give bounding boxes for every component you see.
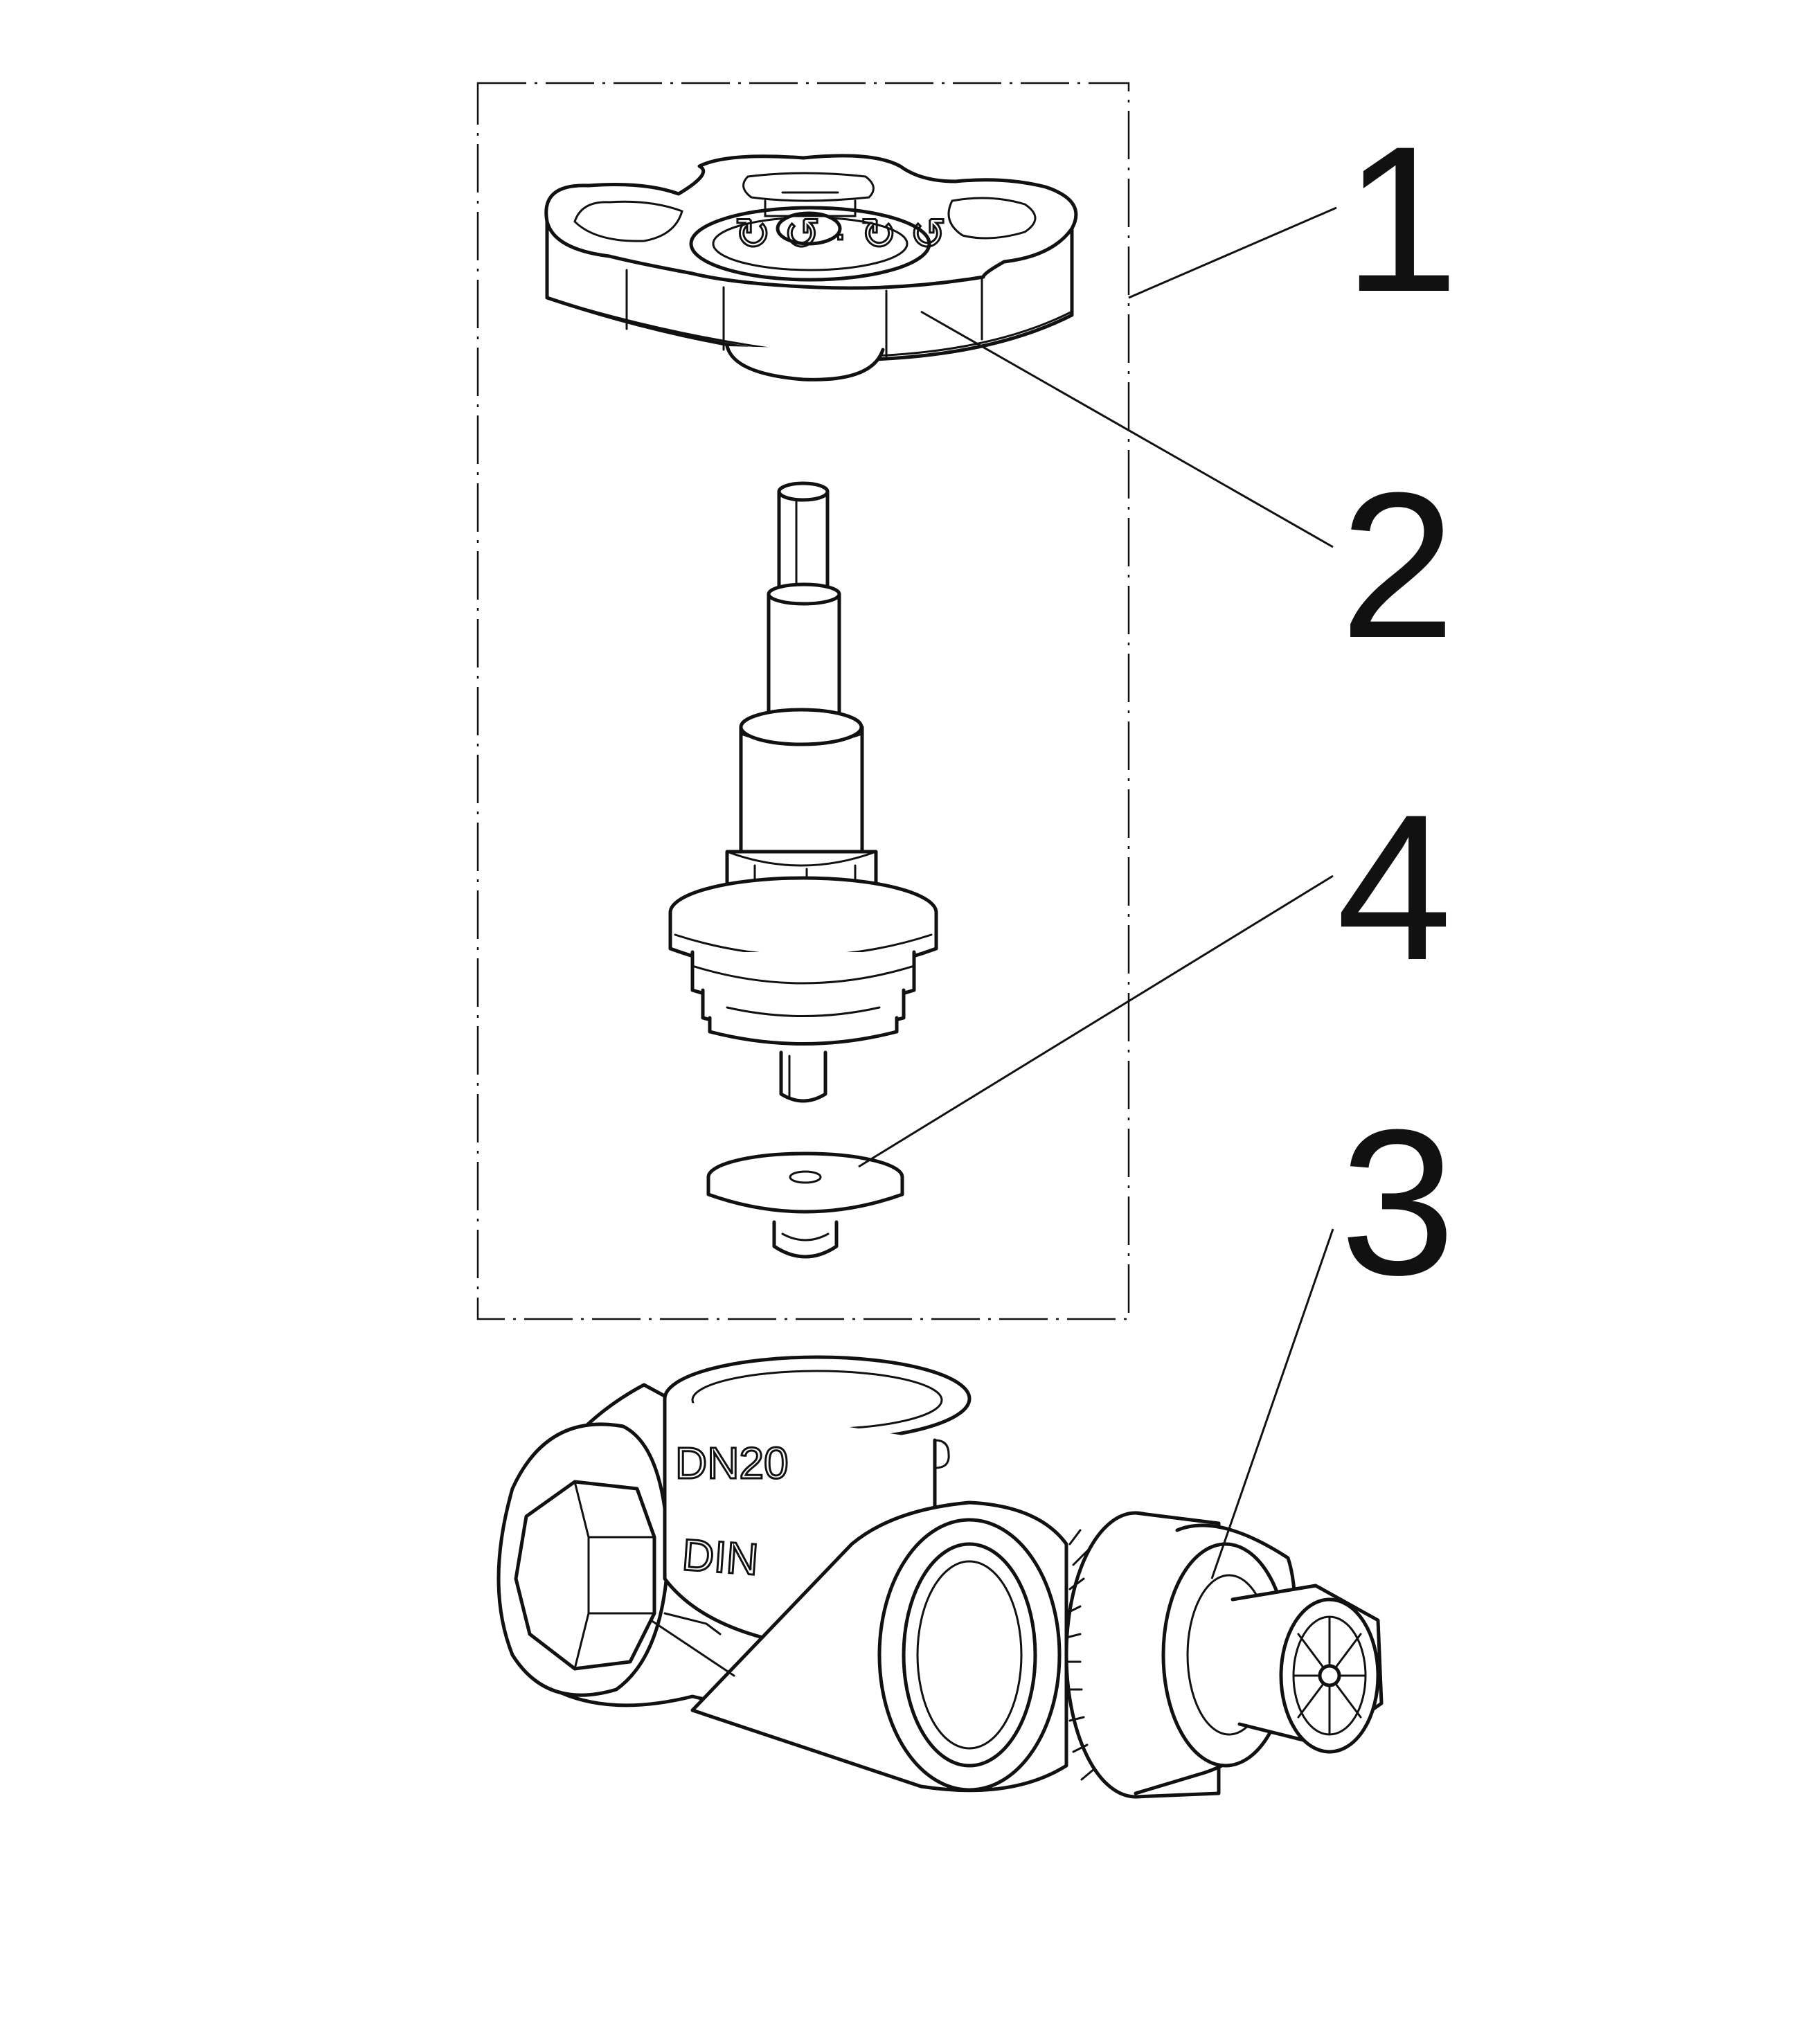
leader-3	[1210, 1228, 1334, 1579]
callout-1: 1	[1343, 102, 1459, 335]
seal-disc	[706, 1151, 904, 1259]
leader-lines	[858, 206, 1337, 1579]
leader-4	[858, 875, 1334, 1168]
callout-2: 2	[1340, 449, 1456, 681]
callout-4: 4	[1336, 771, 1452, 1003]
svg-text:↻ ↺ · ↻ ↺: ↻ ↺ · ↻ ↺	[734, 209, 947, 259]
callout-3: 3	[1340, 1086, 1456, 1318]
valve-head-spindle	[668, 481, 938, 1103]
leader-1	[1128, 206, 1337, 299]
leader-2	[920, 310, 1334, 548]
handwheel: ↻ ↺ · ↻ ↺	[544, 154, 1078, 382]
size-marking: DN20	[675, 1438, 789, 1488]
assembly-group-frame	[476, 82, 1130, 1320]
valve-body: DN20 DIN	[496, 1355, 1384, 1799]
standard-marking: DIN	[681, 1530, 760, 1585]
